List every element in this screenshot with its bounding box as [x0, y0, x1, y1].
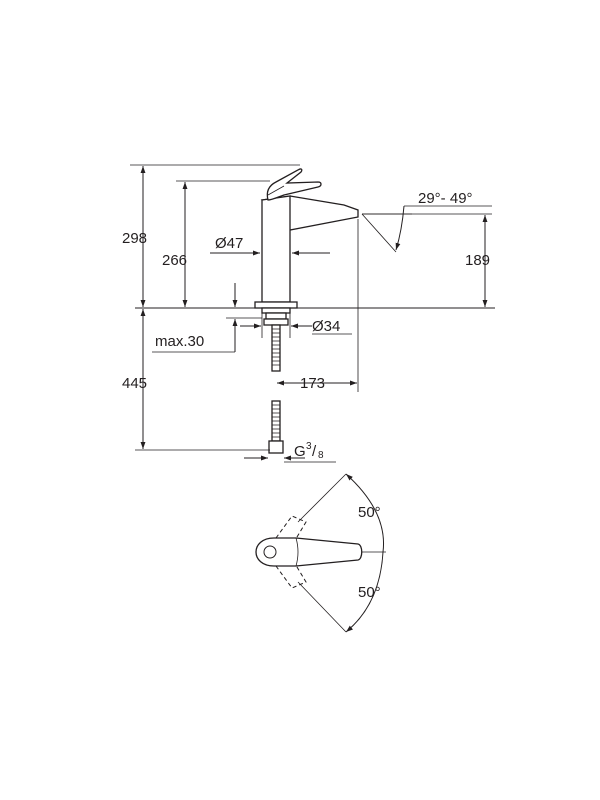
dimension-445: 445: [122, 309, 270, 451]
dimension-173: 173: [277, 219, 359, 392]
thread-letter: G: [294, 443, 306, 460]
installation-below-counter: [261, 307, 291, 454]
faucet-top-view: 50° 50°: [255, 473, 386, 633]
dimension-thread: G 3 / 8: [244, 441, 336, 463]
lower-swing-angle-label: 50°: [358, 584, 381, 601]
spout-height-label: 266: [162, 252, 187, 269]
thread-numerator: 3: [306, 441, 312, 452]
dimension-max-thickness: max.30: [152, 283, 262, 353]
dimension-hole-diameter: Ø34: [240, 313, 352, 338]
spout-reach-label: 173: [300, 375, 325, 392]
dimension-266: 266: [162, 180, 270, 307]
upper-swing-angle-label: 50°: [358, 504, 381, 521]
hose-length-label: 445: [122, 375, 147, 392]
outlet-height-label: 189: [465, 252, 490, 269]
max-thickness-label: max.30: [155, 333, 204, 350]
body-diameter-label: Ø47: [215, 235, 243, 252]
overall-height-label: 298: [122, 230, 147, 247]
dimension-body-diameter: Ø47: [210, 235, 330, 256]
thread-slash: /: [312, 443, 317, 460]
hole-diameter-label: Ø34: [312, 318, 340, 335]
thread-denominator: 8: [318, 450, 324, 461]
dimension-189: 189: [362, 213, 492, 307]
dimension-298: 298: [122, 164, 300, 307]
spout-angle-dimension: 29°- 49°: [361, 190, 492, 253]
faucet-side-view: [254, 168, 359, 309]
spout-angle-label: 29°- 49°: [418, 190, 473, 207]
